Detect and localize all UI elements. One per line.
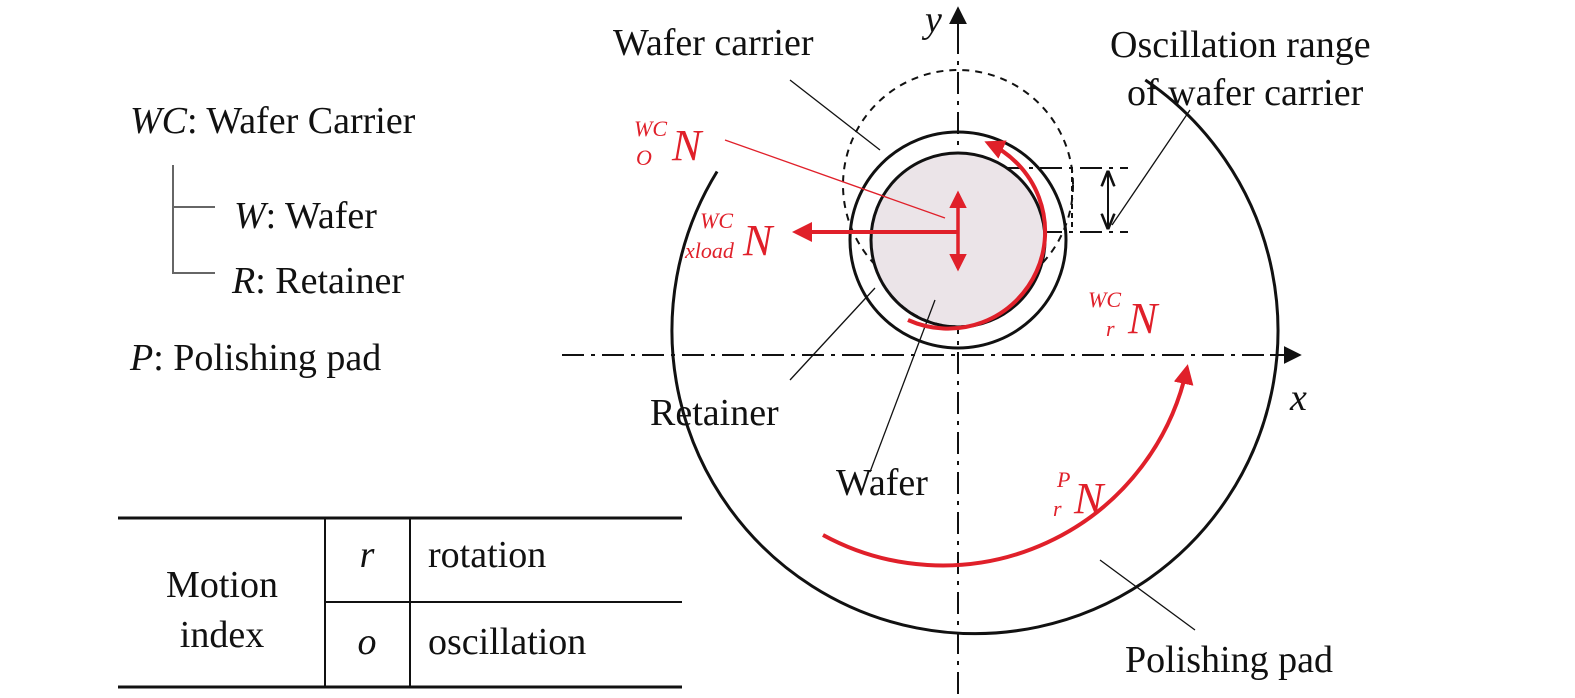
table-meaning-oscillation: oscillation: [428, 621, 586, 663]
x-axis-label: x: [1289, 377, 1307, 419]
svg-text:r: r: [1053, 496, 1062, 521]
oscillation-range: [842, 69, 1128, 301]
oscillation-dashed-circle: [842, 69, 1074, 301]
pad-rotation-arrow: [822, 364, 1194, 568]
svg-text:P: P: [1056, 467, 1070, 492]
axes: x y: [562, 0, 1307, 694]
svg-text:WC: WC: [634, 116, 667, 141]
svg-text:WC: WC: [700, 208, 733, 233]
symbol-wc-load: WC xload N: [684, 208, 775, 265]
carrier-rotation-arrow: [907, 140, 1048, 331]
y-axis-label: y: [921, 0, 942, 41]
symbol-wc-rotation: WC r N: [1088, 287, 1160, 343]
legend: WC: Wafer Carrier W: Wafer R: Retainer P…: [129, 100, 416, 379]
svg-text:O: O: [636, 145, 652, 170]
svg-text:N: N: [1127, 294, 1160, 343]
motion-index-table: Motion index r rotation o oscillation: [118, 516, 682, 689]
legend-retainer: R: Retainer: [231, 260, 404, 302]
legend-tree-connector: [172, 165, 215, 274]
leader-retainer: [789, 287, 876, 381]
svg-text:xload: xload: [684, 238, 735, 263]
table-header-line2: index: [180, 614, 264, 656]
leader-wafer: [869, 299, 936, 473]
leader-oscillation-symbol: [724, 139, 946, 219]
wafer-lower-dashed-arc: [873, 261, 1043, 328]
leader-lines: [789, 79, 1196, 631]
leader-oscillation-range: [1111, 109, 1191, 226]
legend-polishing-pad: P: Polishing pad: [129, 337, 381, 379]
svg-text:N: N: [1073, 474, 1106, 523]
label-oscillation-range-line2: of wafer carrier: [1127, 72, 1364, 114]
symbol-pad-rotation: P r N: [1053, 467, 1106, 523]
label-polishing-pad: Polishing pad: [1125, 639, 1333, 681]
table-symbol-r: r: [360, 534, 375, 576]
wafer-carrier-circle: [848, 130, 1068, 350]
polishing-pad-circle: [670, 78, 1280, 636]
motion-arrows: [792, 140, 1194, 568]
svg-text:N: N: [671, 121, 704, 170]
leader-polishing-pad: [1099, 559, 1196, 631]
leader-wafer-carrier: [789, 79, 881, 151]
table-meaning-rotation: rotation: [428, 534, 546, 576]
symbol-wc-oscillation: WC O N: [634, 116, 704, 170]
svg-text:WC: WC: [1088, 287, 1121, 312]
table-symbol-o: o: [358, 621, 377, 663]
legend-wafer-carrier: WC: Wafer Carrier: [130, 100, 416, 142]
label-retainer: Retainer: [650, 392, 779, 434]
legend-wafer: W: Wafer: [234, 195, 377, 237]
label-wafer: Wafer: [836, 462, 928, 504]
svg-text:N: N: [742, 216, 775, 265]
table-header-line1: Motion: [166, 564, 278, 606]
label-oscillation-range-line1: Oscillation range: [1110, 24, 1371, 66]
svg-text:r: r: [1106, 316, 1115, 341]
label-wafer-carrier: Wafer carrier: [613, 22, 814, 64]
